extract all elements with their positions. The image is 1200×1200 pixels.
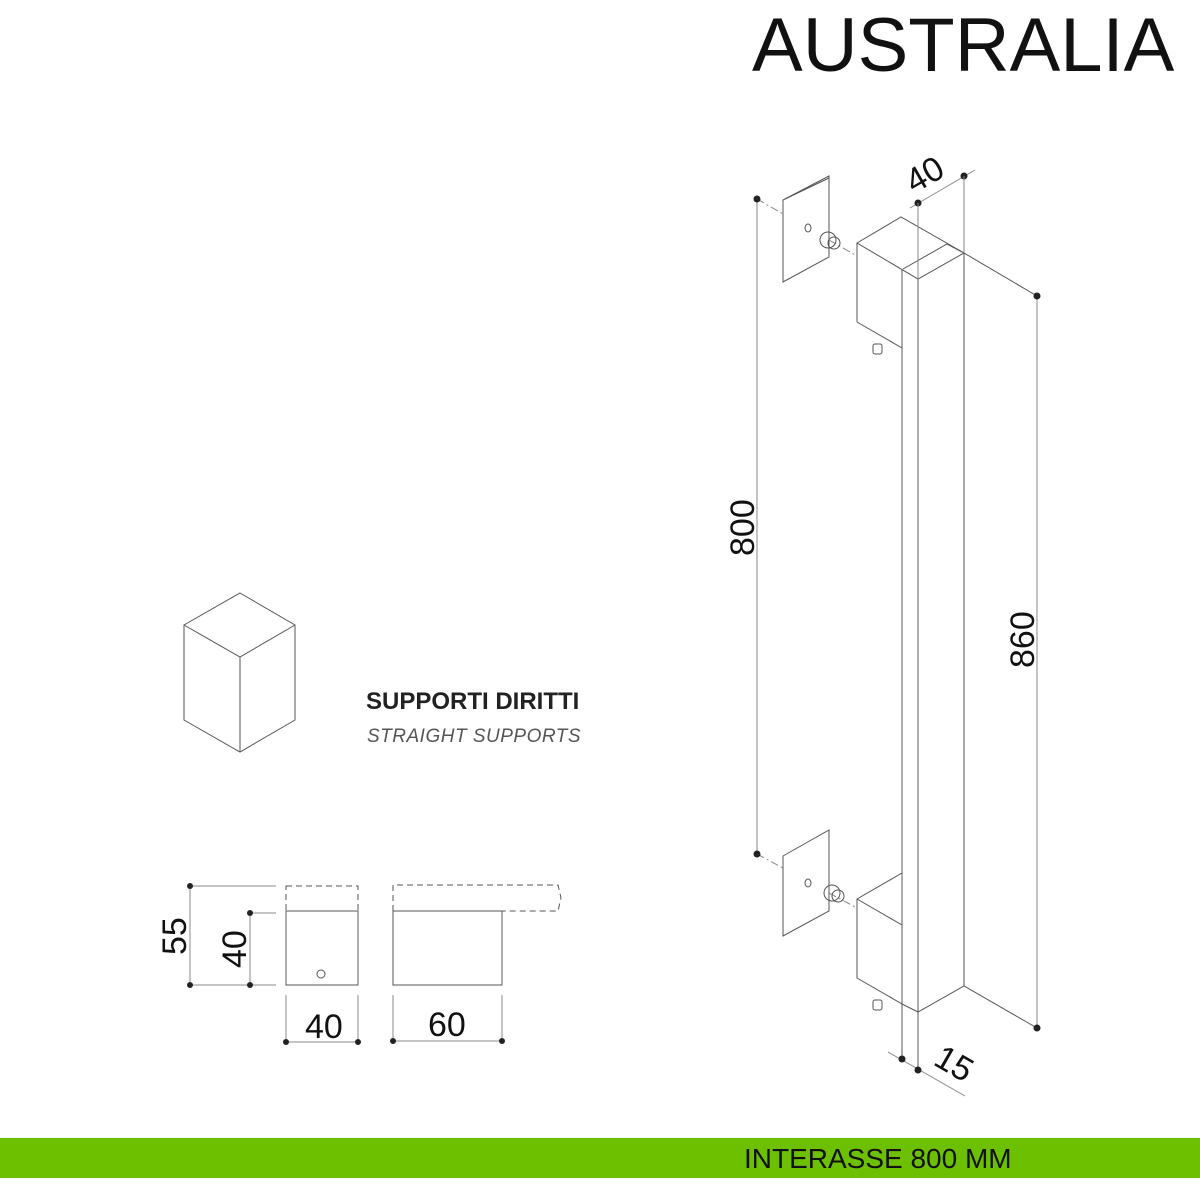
dim-860: 860 (1004, 611, 1042, 668)
fastener-icon (804, 223, 841, 250)
dim-15: 15 (928, 1038, 980, 1090)
support-cube-icon (183, 592, 296, 753)
footer-bar (0, 1138, 1200, 1178)
supports-title: SUPPORTI DIRITTI (366, 688, 580, 715)
grub-screw-icon (872, 999, 883, 1011)
dim-55: 55 (156, 917, 194, 955)
product-title: AUSTRALIA (752, 3, 1175, 88)
supports-subtitle: STRAIGHT SUPPORTS (367, 726, 582, 747)
support-front-view (187, 883, 361, 1045)
handle-drawing (753, 169, 1041, 1097)
dim-40-width: 40 (305, 1008, 343, 1046)
footer-label: INTERASSE 800 MM (744, 1143, 1012, 1174)
support-side-view (390, 884, 562, 1044)
dim-60: 60 (428, 1006, 466, 1044)
dim-40-height: 40 (216, 930, 254, 968)
dim-40-bar: 40 (899, 149, 951, 201)
grub-screw-icon (872, 343, 883, 355)
dim-800: 800 (724, 499, 762, 556)
fastener-icon (804, 878, 845, 903)
